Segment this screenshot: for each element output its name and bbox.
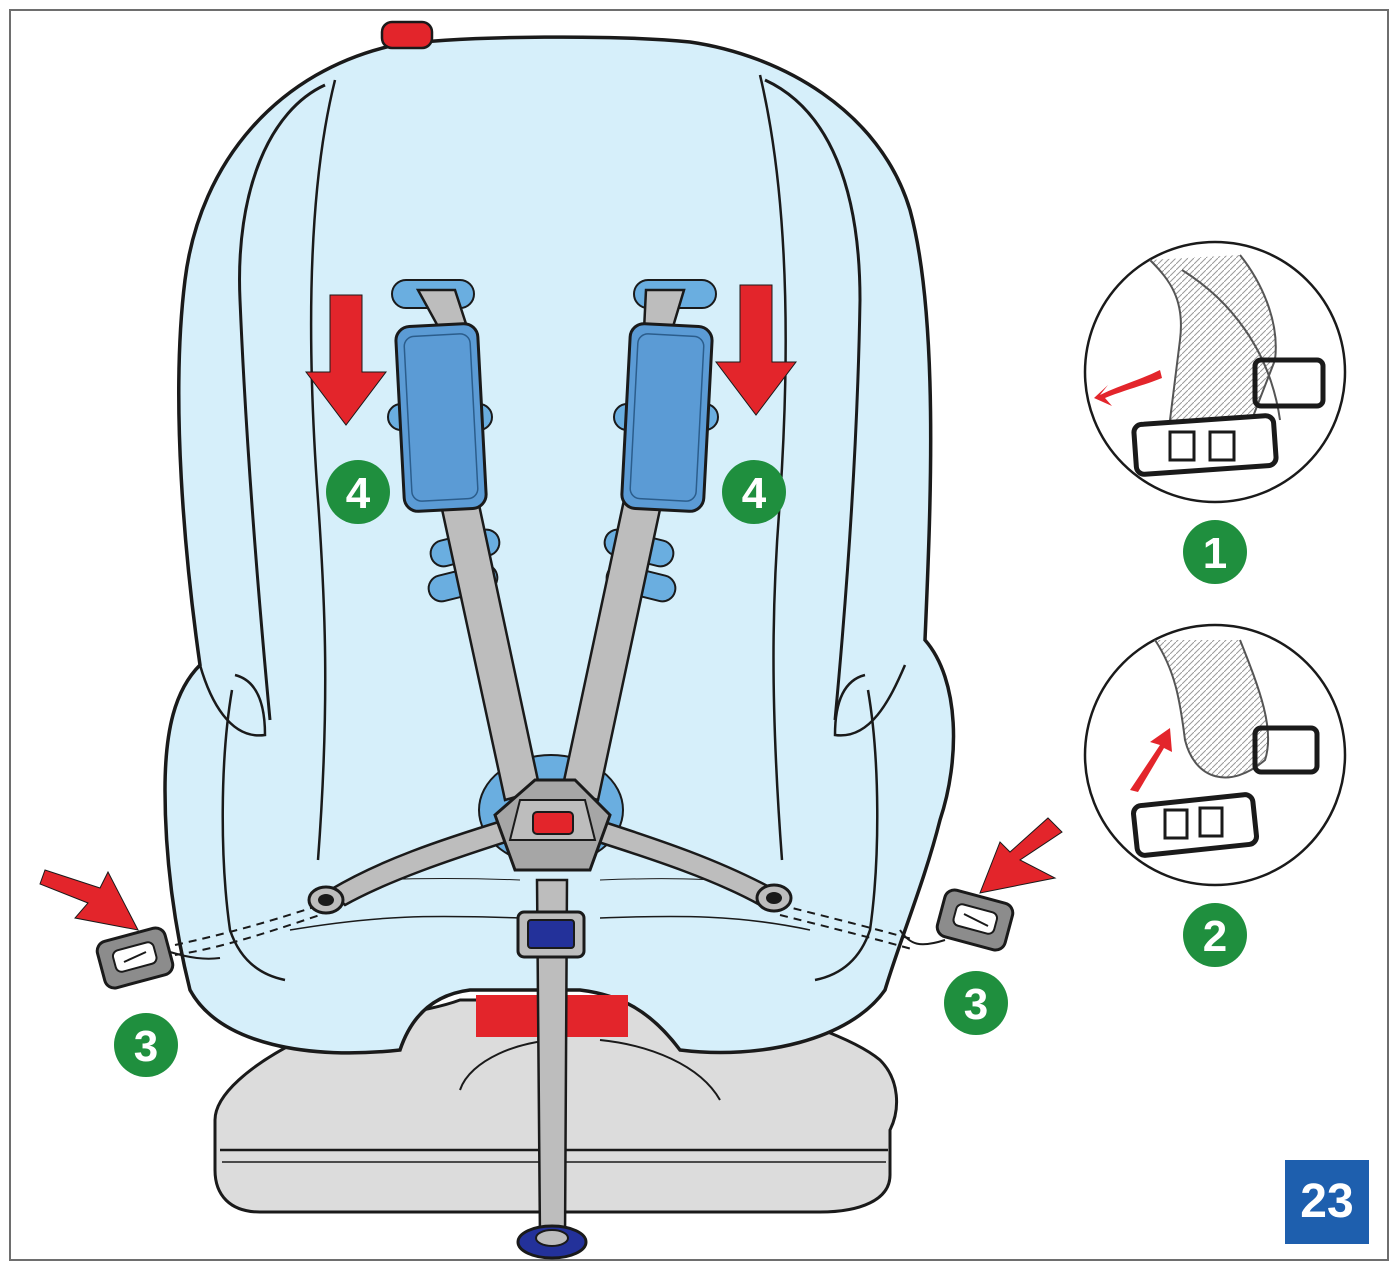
red-arrow-icon [714,284,798,416]
svg-text:3: 3 [134,1022,158,1071]
step-badge-3-right: 3 [944,971,1008,1035]
harness-straps [327,288,778,1242]
step-badge-2: 2 [1183,903,1247,967]
step-badge-1: 1 [1183,520,1247,584]
svg-text:3: 3 [964,980,988,1029]
red-arrow-icon [1094,370,1162,406]
figure-number-badge: 23 [1285,1160,1369,1244]
svg-text:4: 4 [346,469,371,518]
detail-inset-1 [1083,240,1347,504]
red-arrow-icon [304,294,388,426]
step-badge-4-left: 4 [326,460,390,524]
red-arrow-icon [979,817,1063,894]
harness-adjust-button [380,20,434,50]
red-arrow-icon [39,869,139,931]
svg-text:1: 1 [1203,529,1227,578]
step-badge-4-right: 4 [722,460,786,524]
harness-buckle [493,778,612,872]
belt-guide-left [95,926,221,990]
shoulder-pads [394,322,714,513]
lap-anchors [307,883,793,915]
belt-path-dashes [174,904,916,956]
svg-text:23: 23 [1300,1175,1353,1228]
svg-text:4: 4 [742,469,767,518]
belt-guide-right [899,888,1015,952]
detail-inset-2 [1083,623,1347,887]
svg-text:2: 2 [1203,912,1227,961]
step-badge-3-left: 3 [114,1013,178,1077]
crotch-strap-adjuster [516,910,588,1260]
red-arrow-icon [1130,728,1172,792]
